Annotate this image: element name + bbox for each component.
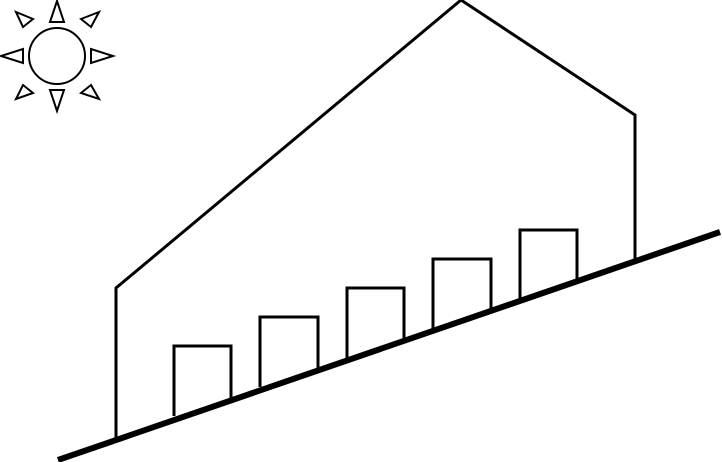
sun-ray-left (0, 47, 24, 65)
window-5 (518, 228, 579, 300)
window-4 (431, 257, 493, 329)
window-row (172, 228, 579, 416)
slope-line (57, 229, 721, 462)
sun-ray-top-left (14, 10, 35, 29)
window-1 (172, 344, 233, 416)
sun-ray-top-right (79, 10, 102, 29)
sun-ray-bottom (48, 89, 66, 115)
building-outline (114, 0, 637, 441)
sun-disc (28, 27, 86, 85)
sun-ray-bottom-left (13, 83, 36, 101)
sun-icon (0, 0, 117, 115)
window-2 (258, 315, 320, 387)
window-3 (345, 286, 406, 358)
sun-ray-right (90, 47, 117, 65)
sun-ray-bottom-right (78, 83, 102, 101)
sun-ray-top (48, 0, 66, 23)
